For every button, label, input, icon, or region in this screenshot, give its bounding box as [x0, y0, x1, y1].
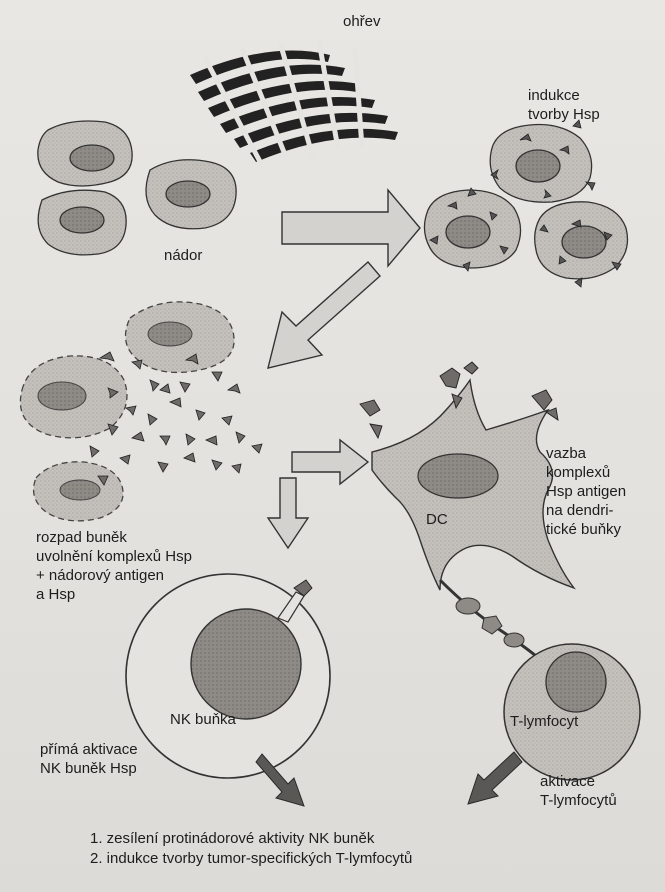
nk-cell: [126, 574, 330, 778]
label-tumor: nádor: [164, 246, 202, 265]
heat-waves-icon: [190, 40, 398, 164]
label-t-activation: aktivace T-lymfocytů: [540, 772, 617, 810]
label-nk-cell: NK buňka: [170, 710, 236, 729]
label-dc: DC: [426, 510, 448, 529]
label-cell-lysis: rozpad buněk uvolnění komplexů Hsp + nád…: [36, 528, 192, 604]
arrow-to-dc: [292, 440, 368, 484]
outcome-1: 1. zesílení protinádorové aktivity NK bu…: [90, 829, 374, 848]
dc-tcell-synapse: [440, 580, 548, 666]
lysed-cells: [20, 302, 234, 521]
arrow-to-nk: [268, 478, 308, 548]
outcome-2: 2. indukce tvorby tumor-specifických T-l…: [90, 849, 412, 868]
dendritic-cell: [372, 380, 574, 590]
arrow-t-outcome: [468, 752, 522, 804]
label-t-lymphocyte: T-lymfocyt: [510, 712, 578, 731]
label-heat: ohřev: [343, 12, 381, 31]
label-hsp-binding: vazba komplexů Hsp antigen na dendri- ti…: [546, 444, 626, 539]
arrow-heat-to-cells: [282, 190, 420, 266]
tumor-cells: [38, 121, 236, 255]
arrow-cells-to-lysis: [268, 262, 380, 368]
label-hsp-induction: indukce tvorby Hsp: [528, 86, 600, 124]
heated-cells: [424, 125, 627, 279]
label-nk-activation: přímá aktivace NK buněk Hsp: [40, 740, 138, 778]
